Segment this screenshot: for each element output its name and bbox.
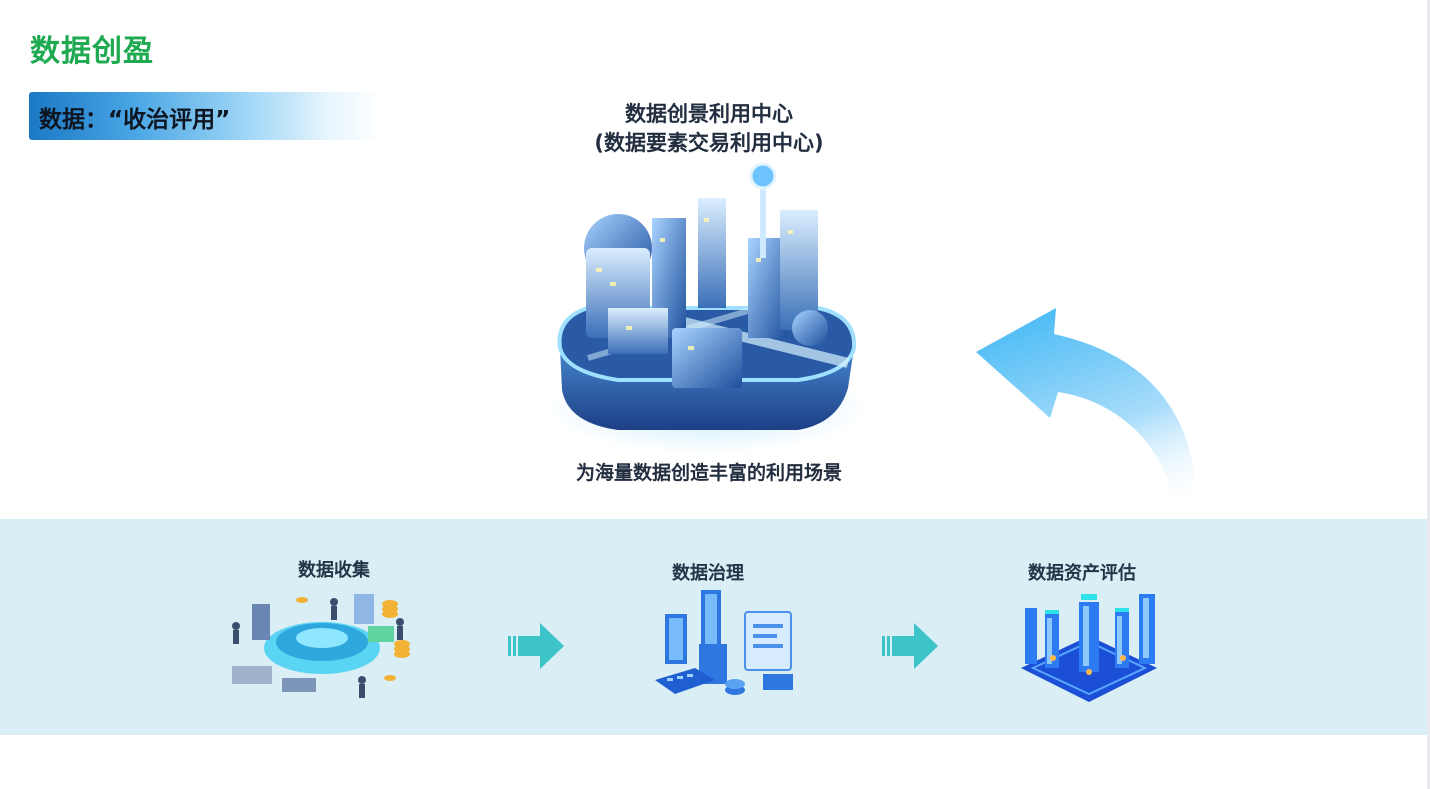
center-title: 数据创景利用中心 (数据要素交易利用中心) [500, 100, 918, 158]
data-governance-illustration [655, 590, 793, 695]
cycle-arrow-icon [976, 308, 1194, 558]
subtitle-text: 数据：“收治评用” [39, 107, 231, 133]
page-title: 数据创盈 [30, 34, 154, 69]
data-collection-illustration [232, 594, 410, 698]
data-asset-evaluation-illustration [1021, 594, 1157, 702]
stage-label-collection: 数据收集 [298, 560, 370, 581]
center-caption: 为海量数据创造丰富的利用场景 [575, 462, 842, 484]
stage-label-evaluation: 数据资产评估 [1028, 563, 1136, 584]
flow-arrow-icon [508, 623, 564, 669]
center-title-line2: (数据要素交易利用中心) [594, 131, 824, 155]
stage-label-governance: 数据治理 [672, 563, 744, 584]
subtitle-banner: 数据：“收治评用” [29, 92, 381, 140]
center-title-line1: 数据创景利用中心 [625, 102, 793, 126]
page-edge [1427, 0, 1430, 789]
smart-city-illustration [548, 162, 866, 454]
flow-arrow-icon [882, 623, 938, 669]
